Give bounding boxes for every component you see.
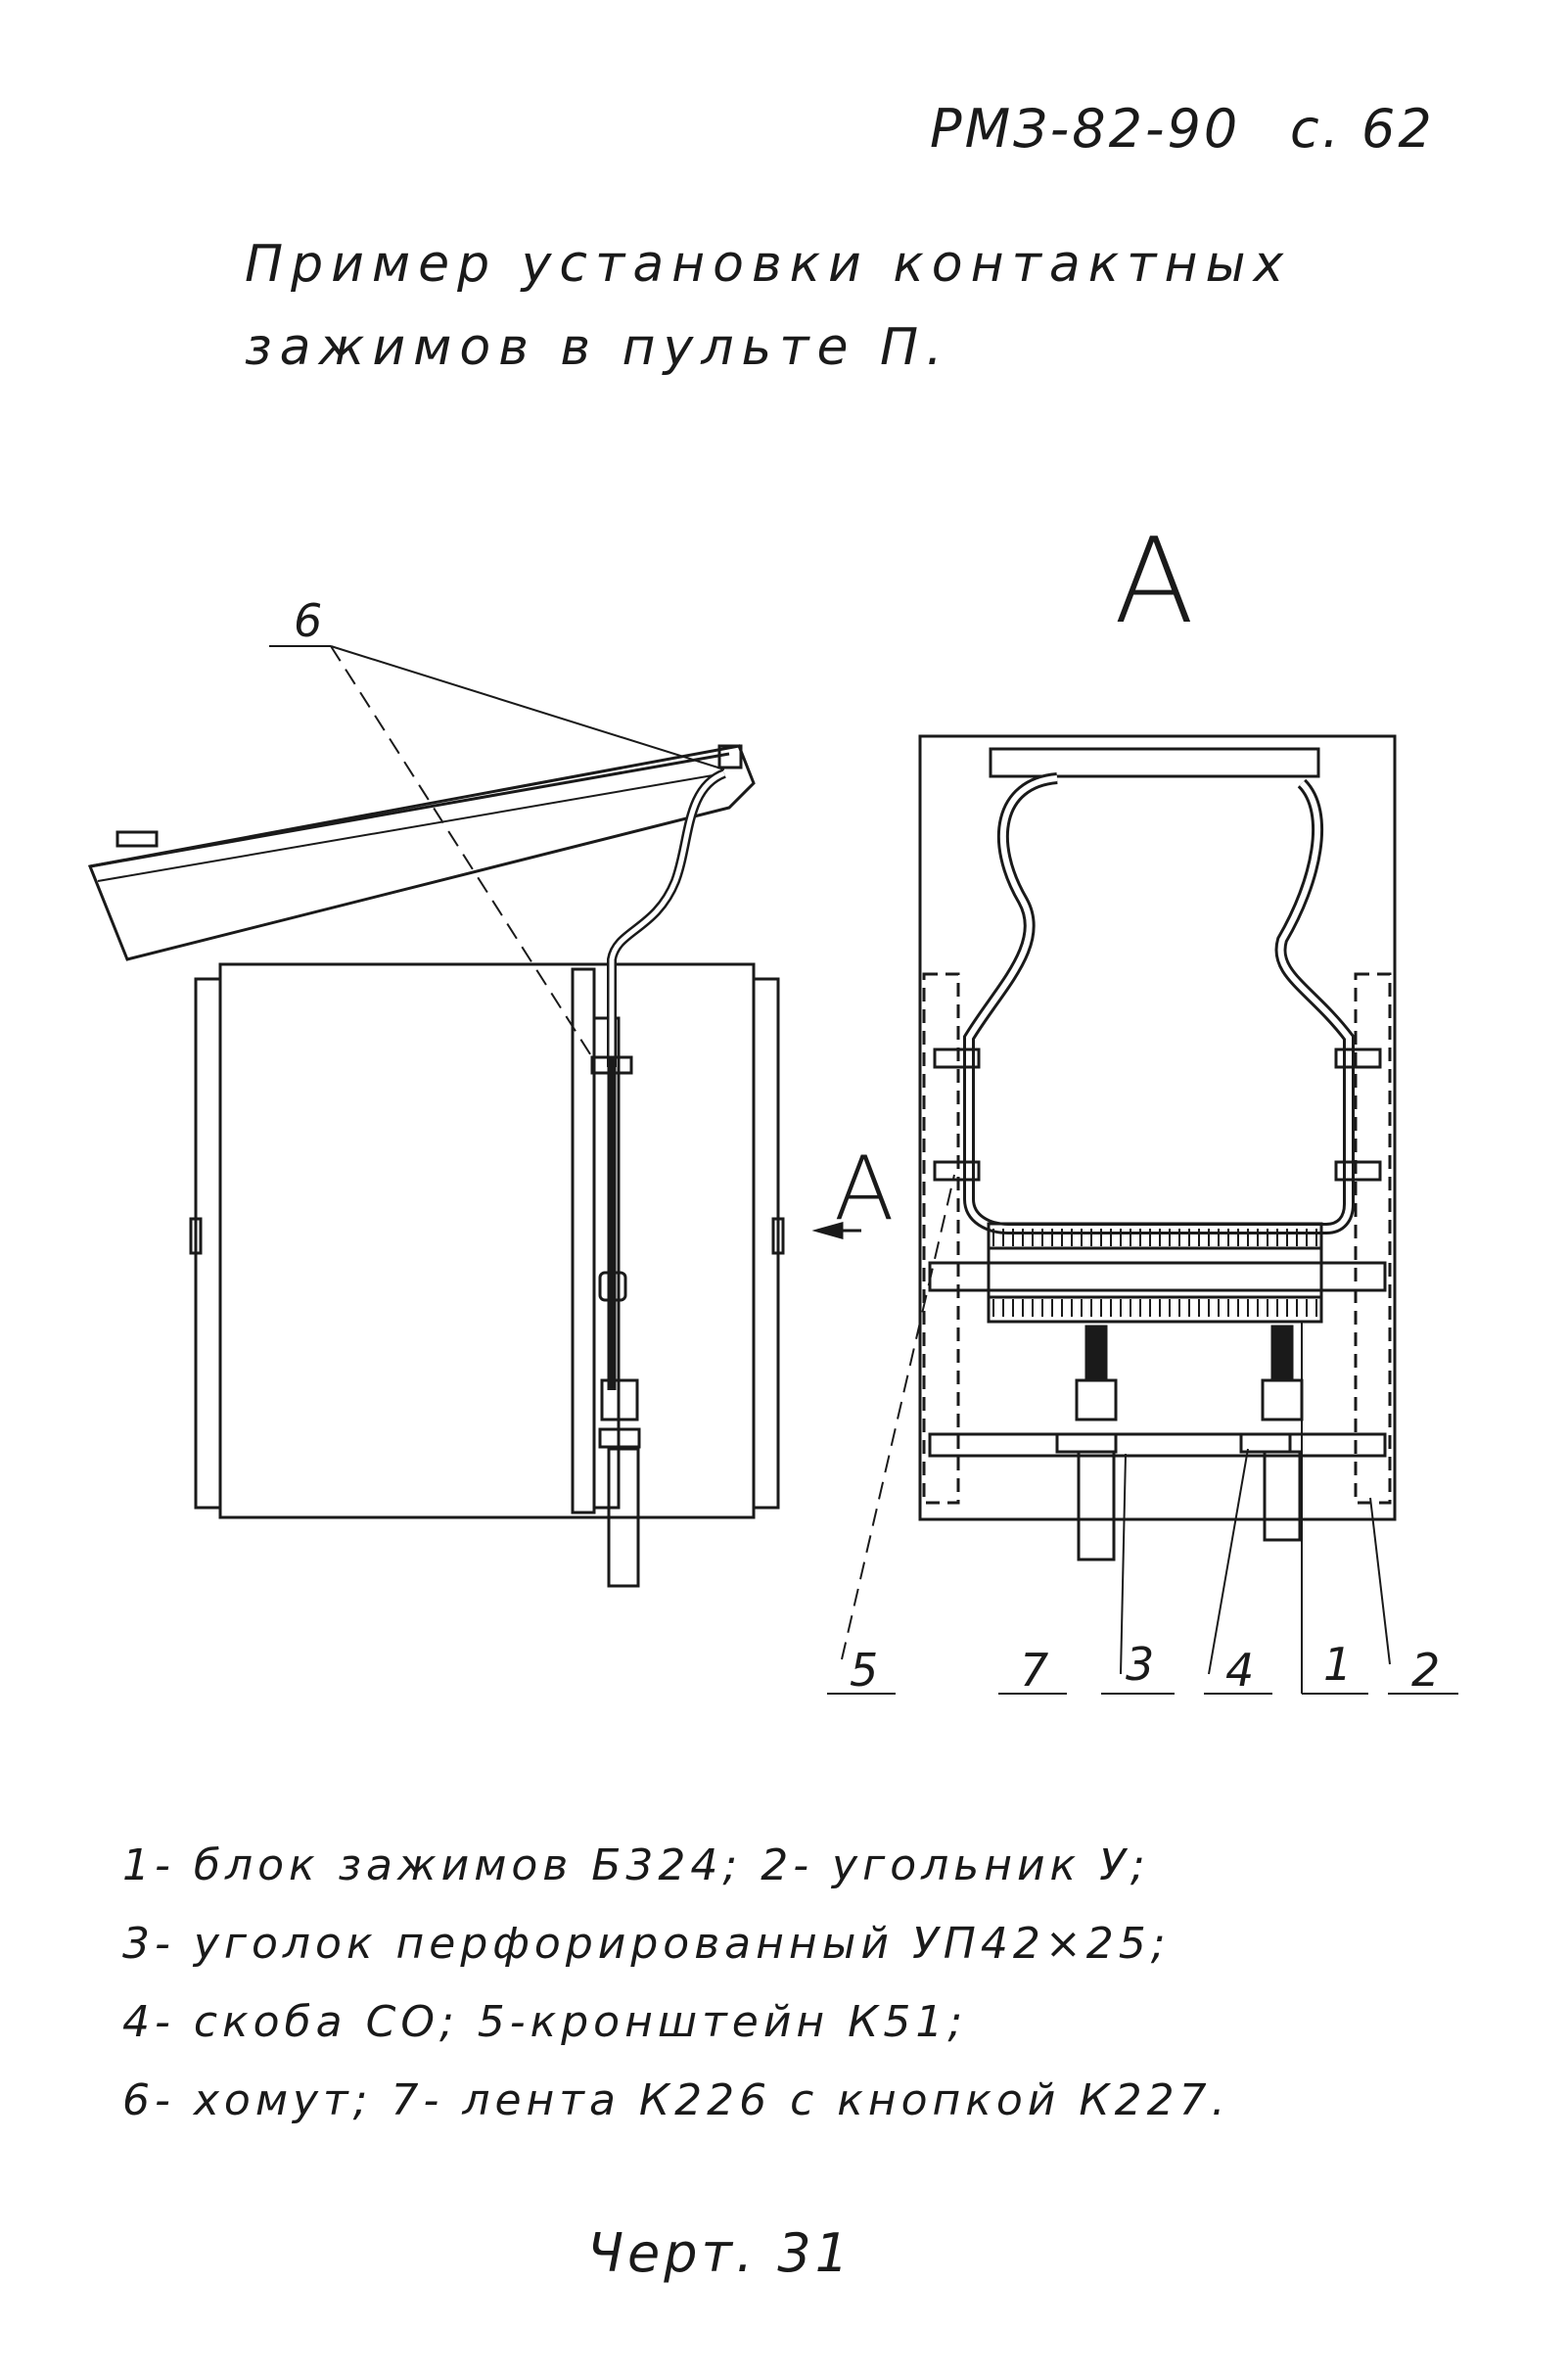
perforated-angle [928,1432,1387,1458]
document-code: РМЗ-82-90 [930,98,1241,160]
callout-2: 2 [1411,1644,1440,1697]
console-lid [87,744,756,961]
callout-1: 1 [1323,1638,1352,1691]
title-line-2: зажимов в пульте П. [245,318,950,377]
page-number: с. 62 [1290,98,1435,160]
title-line-1: Пример установки контактных [245,235,1292,294]
leader-lines [269,645,1458,1695]
side-cable [607,768,727,1067]
legend-line-1: 1- блок зажимов Б324; 2- угольник У; [122,1840,1150,1890]
legend-line-2: 3- уголок перфорированный УП42×25; [122,1919,1171,1969]
cabinet-body [218,962,756,1519]
legend-line-4: 6- хомут; 7- лента К226 с кнопкой К227. [122,2075,1230,2125]
figure-caption: Черт. 31 [587,2222,853,2284]
front-view [918,734,1397,1561]
arrow-label-a: А [834,1138,895,1240]
callout-5: 5 [850,1644,878,1697]
side-rail [571,967,596,1514]
callout-6: 6 [294,594,322,647]
callout-7: 7 [1020,1644,1048,1697]
angle-bar-upper [928,1261,1387,1292]
side-view [87,744,861,1588]
callout-3: 3 [1126,1638,1154,1691]
view-label-a: А [1114,514,1194,650]
front-cable-loop [963,772,1355,1234]
front-frame [918,734,1397,1521]
callout-4: 4 [1225,1644,1254,1697]
terminal-block [987,1222,1323,1324]
legend-line-3: 4- скоба СО; 5-кронштейн К51; [122,1997,968,2047]
